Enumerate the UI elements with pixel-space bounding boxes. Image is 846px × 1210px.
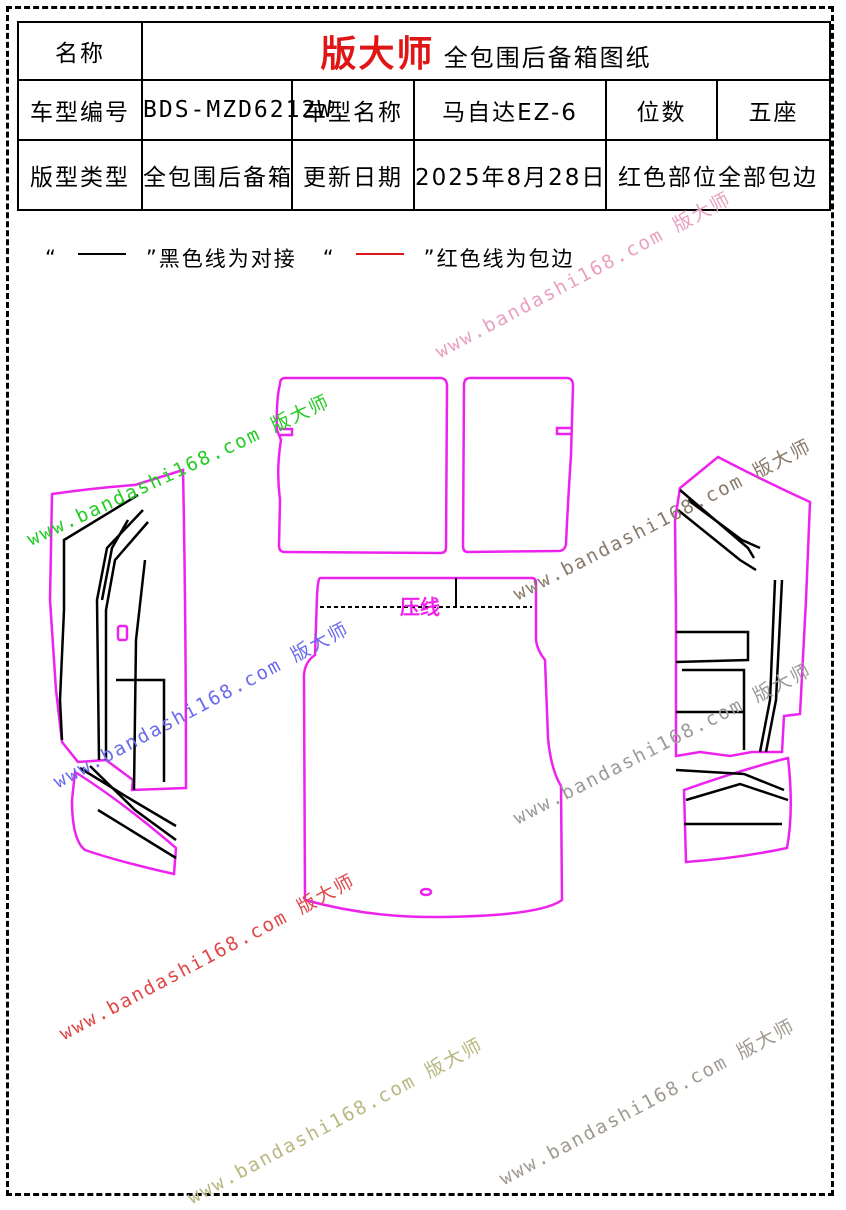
left-side-lower-panel — [70, 769, 178, 876]
legend-black-text: 黑色线为对接 — [158, 247, 297, 271]
left-small-slot — [116, 624, 129, 642]
pattern-type: 全包围后备箱 — [141, 139, 293, 211]
model-code-label: 车型编号 — [17, 79, 143, 141]
floor-panel-hole — [419, 887, 433, 897]
legend-red-text: 红色线为包边 — [436, 247, 575, 271]
brand-name: 版大师 — [320, 34, 435, 75]
name-label: 名称 — [17, 21, 143, 81]
document-title: 全包围后备箱图纸 — [443, 44, 652, 72]
pattern-type-label: 版型类型 — [17, 139, 143, 211]
title-cell: 版大师 全包围后备箱图纸 — [140, 21, 832, 81]
top-left-panel-slot — [279, 427, 294, 437]
seats-value: 五座 — [715, 79, 832, 141]
legend-open-quote: “ — [45, 246, 58, 270]
update-date-label: 更新日期 — [291, 139, 415, 211]
legend-open-quote-2: “ — [322, 246, 336, 270]
model-name-label: 车型名称 — [291, 79, 415, 141]
seats-label: 位数 — [605, 79, 718, 141]
legend-close-quote-2: ” — [423, 246, 437, 270]
binding-note: 红色部位全部包边 — [604, 139, 832, 211]
right-side-upper-panel — [673, 455, 812, 758]
legend: “ ” 黑色线为对接 “ ” 红色线为包边 — [45, 243, 575, 273]
top-right-panel-slot — [555, 426, 572, 436]
legend-red-line — [355, 253, 404, 255]
model-name: 马自达EZ-6 — [413, 79, 607, 141]
info-table: 名称 版大师 全包围后备箱图纸 车型编号 BDS-MZD6212W 车型名称 马… — [17, 21, 832, 211]
top-right-panel — [461, 376, 575, 554]
top-left-panel — [275, 376, 449, 555]
update-date: 2025年8月28日 — [413, 139, 607, 211]
legend-black-line — [77, 253, 126, 255]
right-side-lower-panel — [682, 756, 792, 864]
floor-panel — [302, 576, 564, 919]
crease-label: 压线 — [400, 595, 440, 619]
left-side-upper-panel — [48, 468, 188, 792]
legend-close-quote: ” — [145, 246, 159, 270]
sheet-border — [6, 6, 834, 1196]
